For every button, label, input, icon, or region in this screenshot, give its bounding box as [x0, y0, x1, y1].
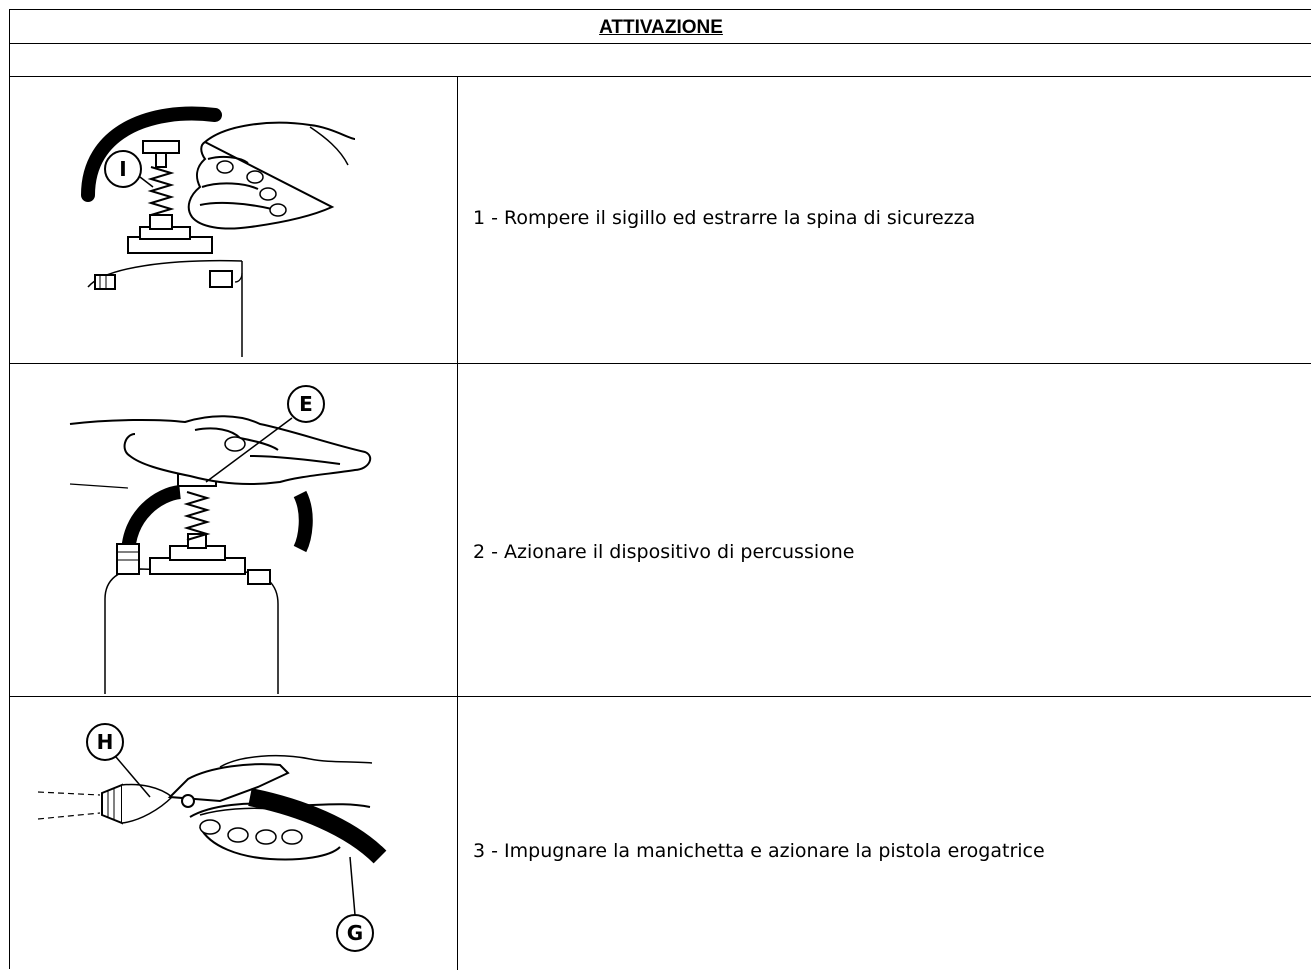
- step-row-1: I 1 - Rompere il sigillo ed estrarre la …: [10, 77, 1311, 364]
- hand-pressing-striker-illustration: E: [69, 385, 372, 694]
- activation-table: ATTIVAZIONE: [9, 9, 1311, 970]
- callout-E-label: E: [299, 392, 313, 416]
- hand-pulling-safety-pin-illustration: I: [81, 106, 356, 357]
- hand-holding-discharge-gun-illustration: H G: [37, 723, 387, 952]
- step-3-instruction: 3 - Impugnare la manichetta e azionare l…: [473, 840, 1045, 862]
- callout-G-label: G: [347, 921, 363, 945]
- blank-row: [10, 44, 1311, 77]
- step-1-illustration-cell: I: [10, 77, 458, 363]
- step-row-3: H G 3 - Impugnar: [10, 697, 1311, 970]
- step-2-instruction: 2 - Azionare il dispositivo di percussio…: [473, 541, 855, 563]
- step-3-illustration-cell: H G: [10, 697, 458, 970]
- table-title: ATTIVAZIONE: [599, 17, 723, 38]
- step-2-text-cell: 2 - Azionare il dispositivo di percussio…: [459, 364, 1311, 696]
- step-1-text-cell: 1 - Rompere il sigillo ed estrarre la sp…: [459, 77, 1311, 363]
- title-row: ATTIVAZIONE: [10, 10, 1311, 44]
- step-3-text-cell: 3 - Impugnare la manichetta e azionare l…: [459, 697, 1311, 970]
- step-row-2: E 2 - Azionare il dispositivo di percuss…: [10, 364, 1311, 697]
- callout-H-label: H: [97, 730, 114, 754]
- callout-I-label: I: [119, 157, 126, 181]
- step-2-illustration-cell: E: [10, 364, 458, 696]
- step-1-instruction: 1 - Rompere il sigillo ed estrarre la sp…: [473, 207, 976, 229]
